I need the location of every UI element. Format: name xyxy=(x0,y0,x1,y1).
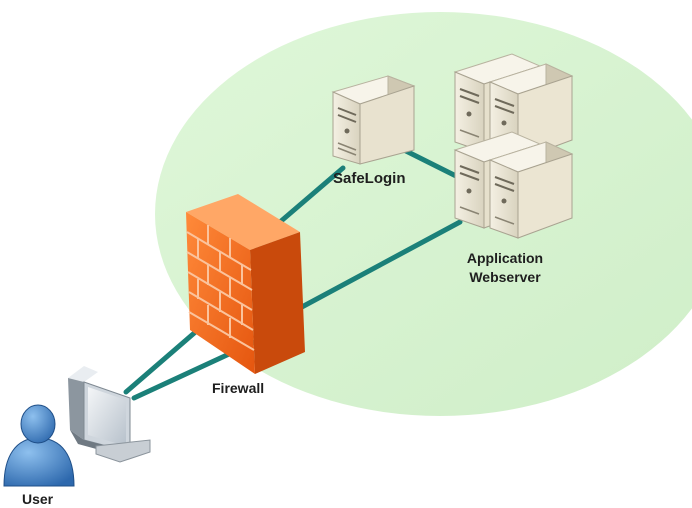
firewall-icon xyxy=(186,194,305,374)
webserver-cluster-icon xyxy=(453,53,574,239)
connection-lines xyxy=(123,143,463,401)
safelogin-label: SafeLogin xyxy=(333,170,406,187)
webserver-label-line1: Application xyxy=(466,250,544,266)
link-firewall-webserver xyxy=(297,219,463,311)
safelogin-server-icon xyxy=(331,75,416,165)
user-icon xyxy=(3,404,75,487)
firewall-label: Firewall xyxy=(212,380,265,396)
webserver-label: Application Webserver xyxy=(445,249,565,287)
link-firewall-safelogin xyxy=(277,165,346,225)
server-unit xyxy=(488,141,574,239)
link-user-firewall-upper xyxy=(123,319,210,395)
monitor-icon xyxy=(68,366,151,463)
user-label: User xyxy=(22,491,54,507)
webserver-label-line2: Webserver xyxy=(469,269,541,285)
